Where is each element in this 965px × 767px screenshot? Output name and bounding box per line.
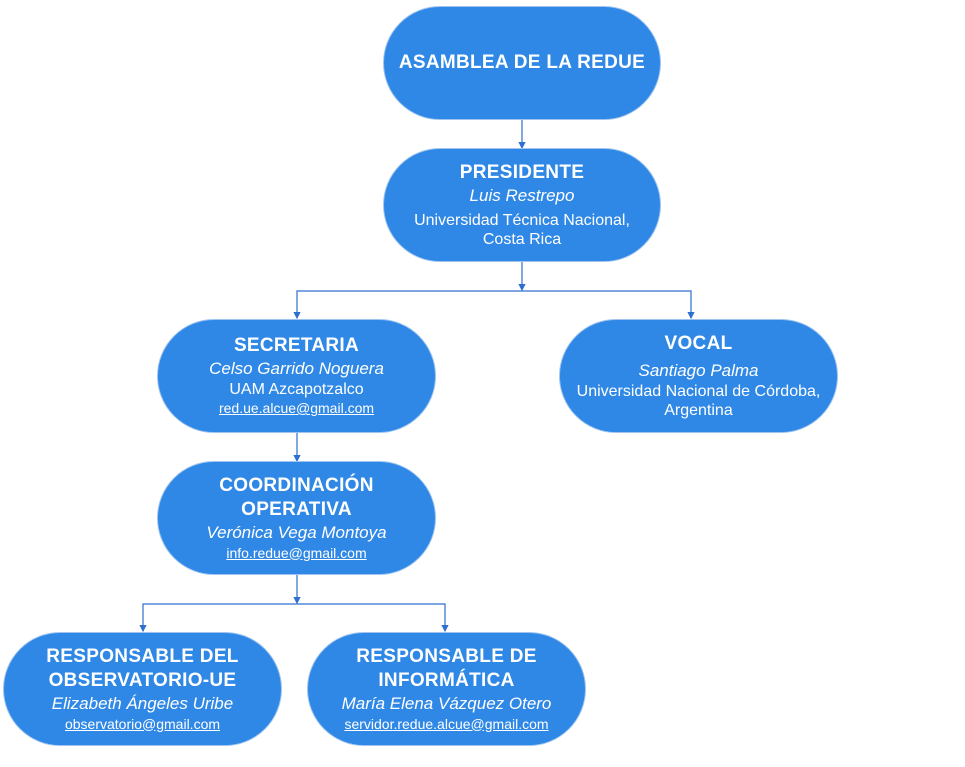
node-observatorio-title: RESPONSABLE DEL OBSERVATORIO-UE <box>46 645 239 691</box>
node-secretaria-email[interactable]: red.ue.alcue@gmail.com <box>218 400 375 416</box>
node-secretaria-title: SECRETARIA <box>233 335 360 356</box>
node-presidente-name: Luis Restrepo <box>469 186 575 205</box>
node-responsable-observatorio: RESPONSABLE DEL OBSERVATORIO-UE Elizabet… <box>3 632 282 746</box>
node-observatorio-email[interactable]: observatorio@gmail.com <box>64 715 221 732</box>
node-observatorio-name: Elizabeth Ángeles Uribe <box>51 693 234 713</box>
node-coordinacion-operativa: COORDINACIÓN OPERATIVA Verónica Vega Mon… <box>157 461 436 575</box>
node-secretaria-name: Celso Garrido Noguera <box>209 359 384 378</box>
node-responsable-informatica: RESPONSABLE DE INFORMÁTICA María Elena V… <box>307 632 586 746</box>
node-presidente-org: Universidad Técnica Nacional, Costa Rica <box>414 212 630 248</box>
connector-to-secretaria <box>293 290 522 320</box>
node-asamblea-title: ASAMBLEA DE LA REDUE <box>398 52 646 73</box>
node-informatica-title: RESPONSABLE DE INFORMÁTICA <box>356 645 537 691</box>
connector-to-informatica <box>297 603 449 633</box>
node-asamblea: ASAMBLEA DE LA REDUE <box>383 6 661 120</box>
node-coordinacion-name: Verónica Vega Montoya <box>206 522 387 542</box>
connector-to-observatorio <box>139 603 297 633</box>
node-presidente: PRESIDENTE Luis Restrepo Universidad Téc… <box>383 148 661 262</box>
node-coordinacion-email[interactable]: info.redue@gmail.com <box>226 544 367 561</box>
node-secretaria-org: UAM Azcapotzalco <box>229 381 364 398</box>
node-vocal-name: Santiago Palma <box>638 361 759 380</box>
connector-to-vocal <box>522 290 695 320</box>
node-informatica-email[interactable]: servidor.redue.alcue@gmail.com <box>344 715 549 732</box>
node-informatica-name: María Elena Vázquez Otero <box>341 693 552 713</box>
node-vocal-org: Universidad Nacional de Córdoba, Argenti… <box>576 383 821 419</box>
node-coordinacion-title: COORDINACIÓN OPERATIVA <box>219 474 374 520</box>
node-vocal-title: VOCAL <box>664 333 733 354</box>
node-secretaria: SECRETARIA Celso Garrido Noguera UAM Azc… <box>157 319 436 433</box>
node-presidente-title: PRESIDENTE <box>459 162 585 183</box>
node-vocal: VOCAL Santiago Palma Universidad Naciona… <box>559 319 838 433</box>
